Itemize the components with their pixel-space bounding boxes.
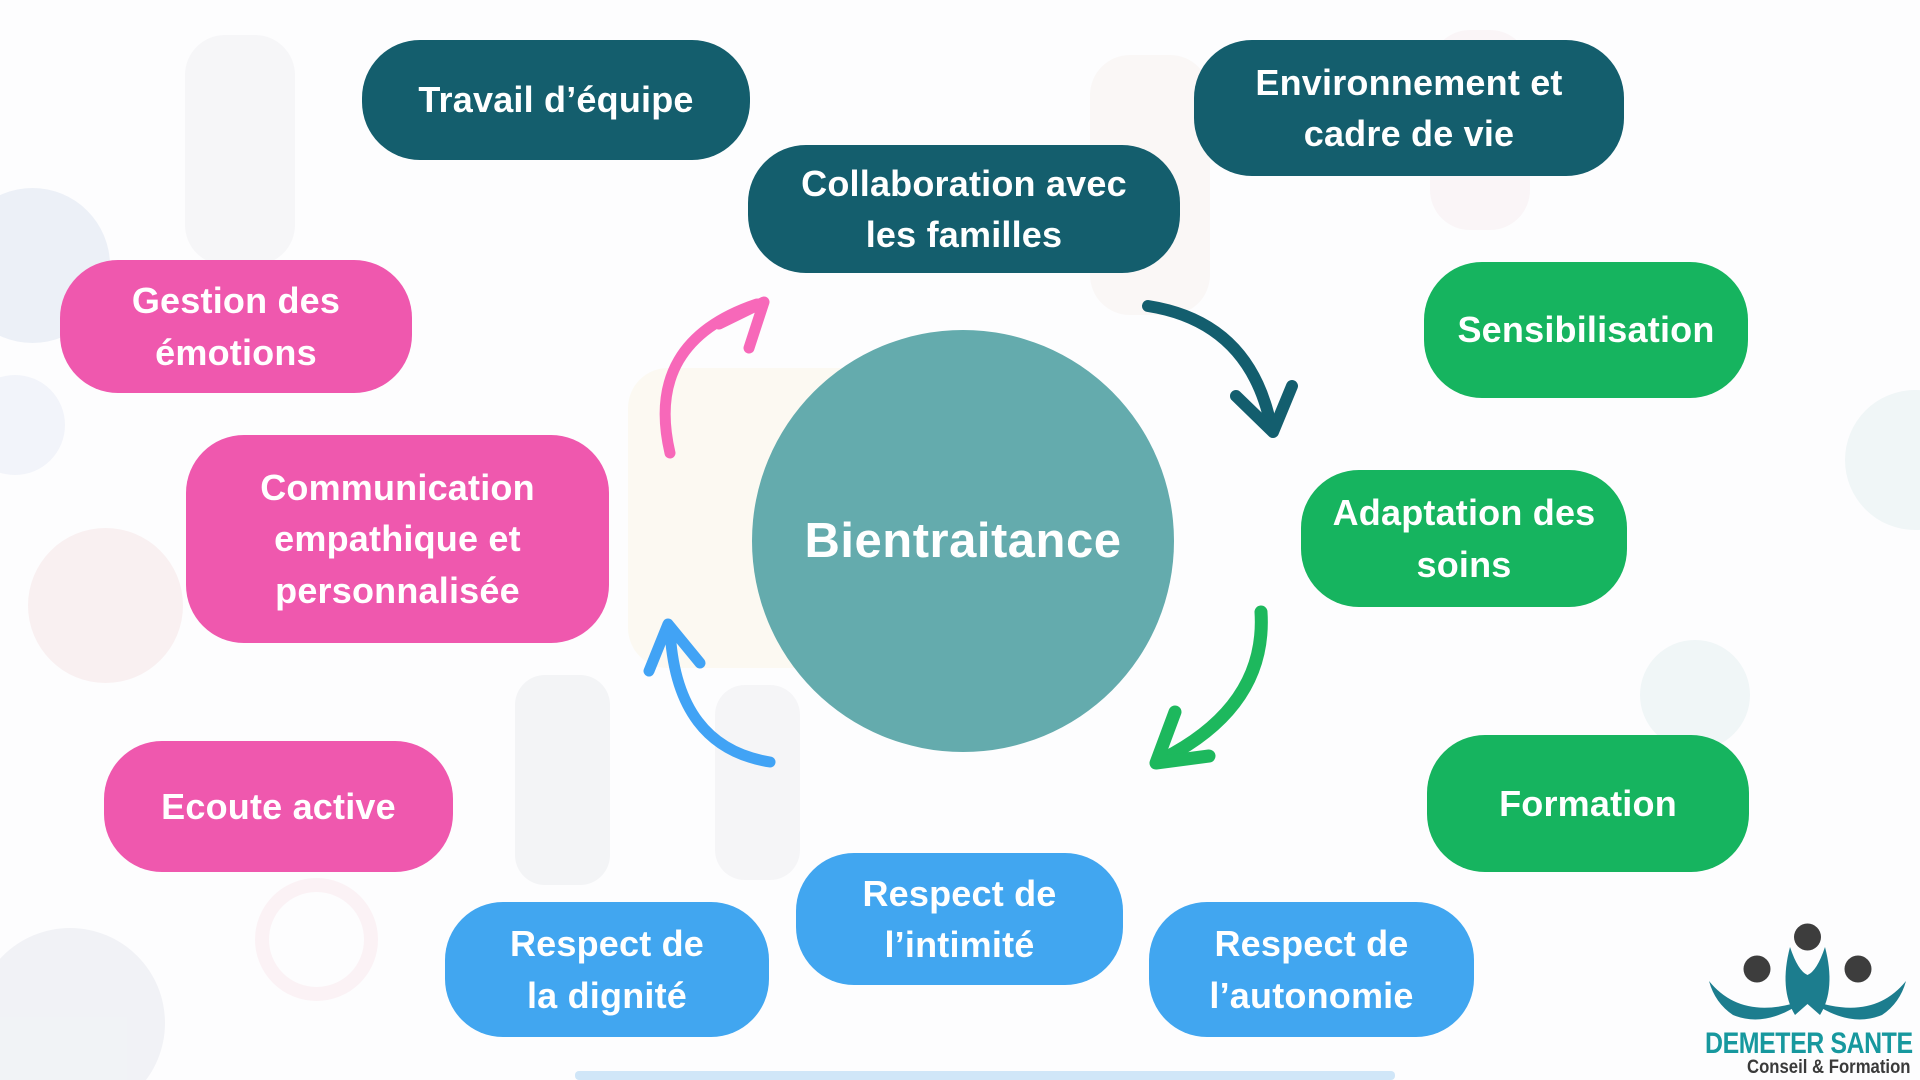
central-concept-circle: Bientraitance [752, 330, 1174, 752]
bubble-respect-autonomie: Respect de l’autonomie [1149, 902, 1474, 1037]
bubble-respect-intimite: Respect de l’intimité [796, 853, 1123, 985]
demeter-sante-logo: DEMETER SANTE Conseil & Formation [1695, 905, 1920, 1080]
bubble-formation: Formation [1427, 735, 1749, 872]
logo-subtitle: Conseil & Formation [1747, 1057, 1911, 1078]
bubble-environnement-cadre-de-vie: Environnement et cadre de vie [1194, 40, 1624, 176]
bubble-travail-equipe: Travail d’équipe [362, 40, 750, 160]
bubble-respect-dignite: Respect de la dignité [445, 902, 769, 1037]
bubble-sensibilisation: Sensibilisation [1424, 262, 1748, 398]
logo-title: DEMETER SANTE [1705, 1027, 1913, 1060]
bubble-adaptation-des-soins: Adaptation des soins [1301, 470, 1627, 607]
logo-people-icon [1709, 923, 1906, 1020]
bubble-collaboration-familles: Collaboration avec les familles [748, 145, 1180, 273]
pink-arrow [659, 296, 770, 459]
green-arrow [1149, 605, 1268, 770]
blue-arrow [643, 618, 776, 768]
bubble-gestion-des-emotions: Gestion des émotions [60, 260, 412, 393]
teal-arrow [1142, 300, 1298, 438]
central-concept-label: Bientraitance [804, 514, 1122, 568]
bubble-communication-empathique: Communication empathique et personnalisé… [186, 435, 609, 643]
bubble-ecoute-active: Ecoute active [104, 741, 453, 872]
